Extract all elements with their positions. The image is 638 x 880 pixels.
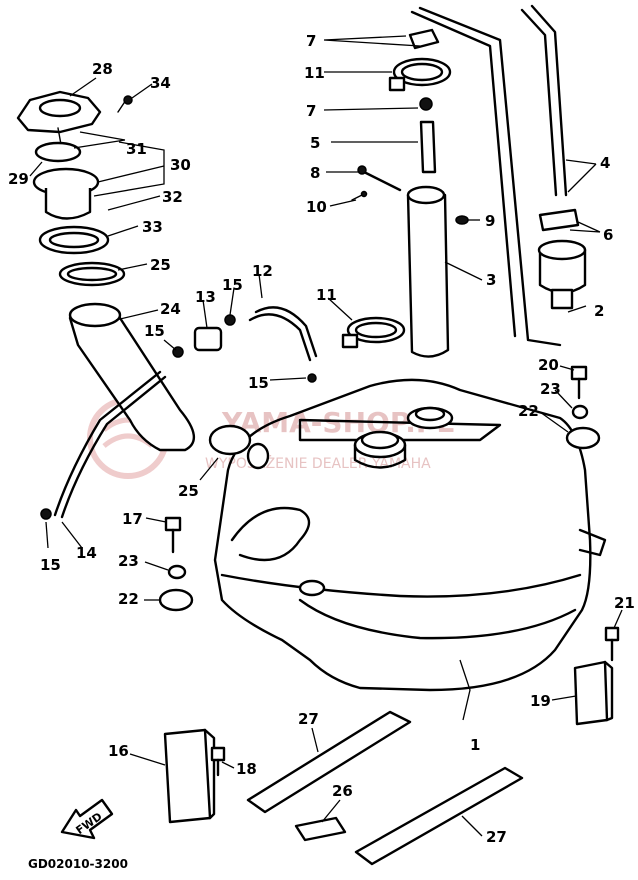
clamp-part-11-upper [388,28,452,111]
forward-arrow: FWD [60,798,114,840]
filler-neck [353,430,407,469]
callout-10: 10 [306,198,327,216]
callout-22-right: 22 [518,402,539,420]
callout-18: 18 [236,760,257,778]
pads-part-27-26 [246,710,524,866]
fuel-filter-part-2 [537,208,587,310]
callout-15-a: 15 [222,276,243,294]
callout-31: 31 [126,140,147,158]
callout-6: 6 [603,226,613,244]
callout-30: 30 [170,156,191,174]
callout-11-lower: 11 [316,286,337,304]
callout-3: 3 [486,271,496,289]
callout-7-lower: 7 [306,102,316,120]
callout-23-right: 23 [540,380,561,398]
callout-8: 8 [310,164,320,182]
mounting-parts-left [158,516,194,612]
callout-11-upper: 11 [304,64,325,82]
breather-pipes-part-4 [410,4,568,347]
fuel-cap-assembly [16,90,133,287]
filler-hose-part-24 [68,302,270,470]
bracket-part-16 [163,728,226,824]
callouts: 1 2 3 4 5 6 7 7 8 9 10 11 11 12 13 14 15… [8,32,635,846]
callout-16: 16 [108,742,129,760]
clamp-part-11-lower [341,316,406,349]
callout-1: 1 [470,736,480,754]
callout-15-b: 15 [144,322,165,340]
callout-24: 24 [160,300,181,318]
callout-22-left: 22 [118,590,139,608]
callout-14: 14 [76,544,97,562]
bracket-part-19 [573,626,620,726]
fwd-arrow-icon [60,798,114,840]
breather-tube-part-3 [351,120,469,358]
callout-21: 21 [614,594,635,612]
callout-7-upper: 7 [306,32,316,50]
callout-27-lower: 27 [486,828,507,846]
callout-12: 12 [252,262,273,280]
callout-17: 17 [122,510,143,528]
leader-lines [29,35,623,837]
callout-29: 29 [8,170,29,188]
callout-13: 13 [195,288,216,306]
fuel-tank-part-1 [213,378,607,692]
callout-19: 19 [530,692,551,710]
callout-15-d: 15 [40,556,61,574]
mounting-parts-right [565,365,601,450]
callout-27-upper: 27 [298,710,319,728]
valve-part-13 [193,306,318,383]
diagram-code: GD02010-3200 [28,857,128,871]
callout-2: 2 [594,302,604,320]
callout-23-left: 23 [118,552,139,570]
callout-15-c: 15 [248,374,269,392]
callout-4: 4 [600,154,610,172]
callout-20: 20 [538,356,559,374]
callout-5: 5 [310,134,320,152]
callout-28: 28 [92,60,113,78]
callout-34: 34 [150,74,171,92]
callout-26: 26 [332,782,353,800]
callout-32: 32 [162,188,183,206]
callout-25-lower: 25 [178,482,199,500]
callout-33: 33 [142,218,163,236]
callout-9: 9 [485,212,495,230]
callout-25-upper: 25 [150,256,171,274]
hose-part-14 [40,346,184,520]
